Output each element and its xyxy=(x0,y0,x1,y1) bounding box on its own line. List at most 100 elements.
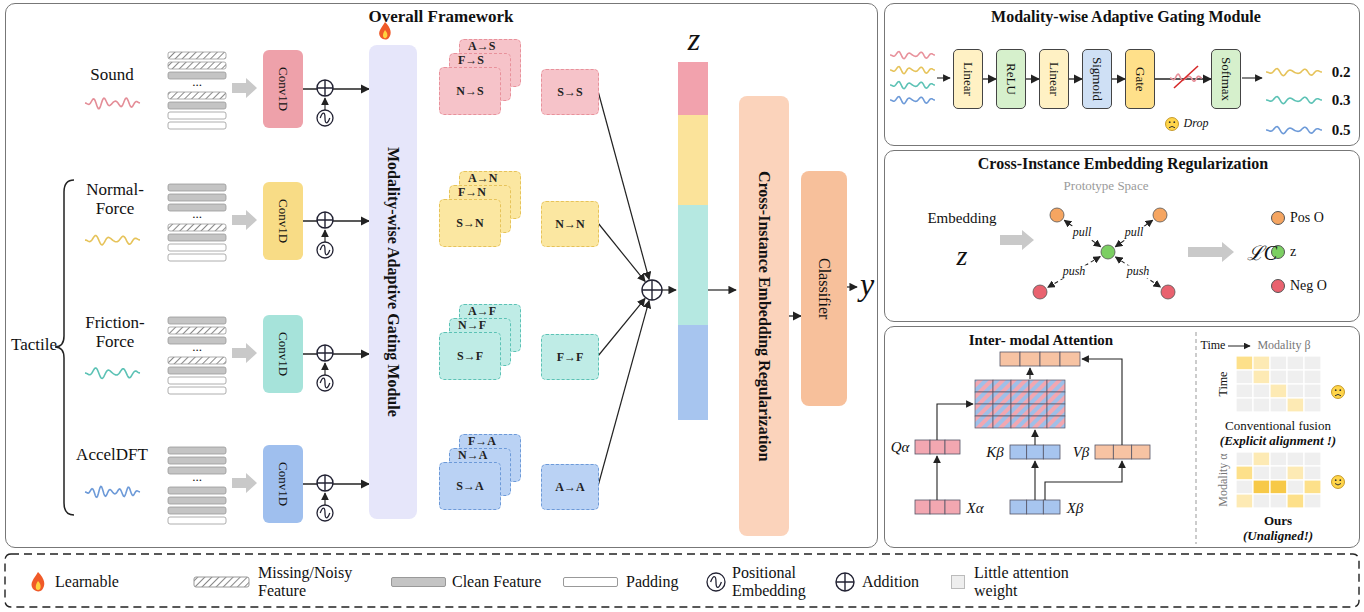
addition-cross xyxy=(317,345,333,361)
attention-grid-cell xyxy=(1304,398,1321,412)
attention-cell xyxy=(1011,380,1029,392)
annotation-label: pull xyxy=(1071,226,1094,239)
prototype-dot xyxy=(1050,208,1064,222)
annotation-label: y xyxy=(860,267,874,302)
token-bar xyxy=(1020,352,1040,366)
legend-swatch xyxy=(1271,279,1285,293)
block-arrow xyxy=(232,343,257,363)
embedding-segment xyxy=(678,62,708,115)
arrow-line xyxy=(324,98,325,110)
attention-grid-cell xyxy=(1253,370,1270,384)
arrow-line xyxy=(937,77,950,78)
clean-feature xyxy=(168,447,226,454)
token-bar xyxy=(930,500,945,514)
missing-feature xyxy=(194,577,249,587)
attention-cell xyxy=(1011,416,1029,428)
face-eye xyxy=(1335,389,1337,391)
attention-grid-cell xyxy=(1287,370,1304,384)
module-box: Conv1D xyxy=(263,315,303,393)
legend-label: Positional Embedding xyxy=(732,564,814,599)
attention-grid-cell xyxy=(1253,452,1270,466)
arrow-line xyxy=(1228,346,1250,347)
annotation-label: 0.3 xyxy=(1332,92,1351,109)
module-box: Conv1D xyxy=(263,445,303,523)
embedding-dot xyxy=(1101,245,1115,259)
arrow-line xyxy=(598,299,645,356)
divider xyxy=(1196,332,1197,544)
positional-embedding-symbol xyxy=(317,242,333,258)
arrow-line xyxy=(324,230,325,242)
box-label: Conv1D xyxy=(276,67,290,111)
box-label: N→S xyxy=(456,85,483,98)
arrow-line xyxy=(598,91,649,279)
block-arrow xyxy=(1188,242,1234,262)
module-box: ReLU xyxy=(996,49,1026,109)
block-arrow xyxy=(232,473,257,493)
face-icon xyxy=(1332,476,1345,489)
waveform xyxy=(85,98,140,109)
attention-card: N→S xyxy=(439,67,501,115)
waveform xyxy=(1266,97,1322,104)
box-label: N→N xyxy=(555,218,584,231)
fire-core xyxy=(36,581,41,590)
attention-cell xyxy=(993,392,1011,404)
attention-grid-cell xyxy=(1270,398,1287,412)
face-icon xyxy=(1332,386,1345,399)
clean-feature xyxy=(168,457,226,464)
box-label: N→F xyxy=(458,319,486,332)
waveform xyxy=(890,97,935,104)
box-label: F→S xyxy=(458,54,484,67)
annotation-label: Time xyxy=(1201,339,1226,352)
attention-card: S→A xyxy=(439,462,501,510)
annotation-label: Friction- Force xyxy=(79,314,151,351)
token-bar xyxy=(1010,445,1027,459)
legend-swatch xyxy=(563,577,618,587)
annotation-label: 0.5 xyxy=(1332,122,1351,139)
attention-grid-cell xyxy=(1236,480,1253,494)
arrow-line xyxy=(1064,220,1100,246)
arrow-line xyxy=(846,286,857,287)
attention-cell xyxy=(975,380,993,392)
arrow-line xyxy=(1034,461,1035,500)
token-bar xyxy=(945,440,960,454)
legend-label: Clean Feature xyxy=(452,573,541,591)
waveform xyxy=(1266,69,1322,76)
prototype-dot xyxy=(1161,285,1175,299)
attention-grid-cell xyxy=(1304,466,1321,480)
waveform xyxy=(890,82,935,89)
addition-symbol xyxy=(317,475,333,491)
annotation-label: Embedding xyxy=(927,210,996,227)
legend-label: Addition xyxy=(862,573,919,591)
addition-cross xyxy=(317,475,333,491)
module-box: Modality-wise Adaptive Gating Module xyxy=(369,45,417,519)
arrow-line xyxy=(1115,257,1160,287)
attention-cell xyxy=(1029,404,1047,416)
block-arrow xyxy=(1000,230,1034,250)
positional-embedding-symbol xyxy=(317,375,333,391)
legend-swatch xyxy=(951,575,965,589)
addition-symbol xyxy=(317,345,333,361)
fire-core xyxy=(383,30,387,38)
token-bar xyxy=(1010,500,1027,514)
module-box: Gate xyxy=(1125,49,1155,109)
token-bar xyxy=(1000,352,1020,366)
addition-symbol xyxy=(317,80,333,96)
attention-cell xyxy=(975,404,993,416)
annotation-label: Drop xyxy=(1184,117,1209,130)
attention-grid-cell xyxy=(1270,370,1287,384)
token-bar xyxy=(1027,445,1044,459)
missing-feature xyxy=(168,52,226,59)
box-label: F→N xyxy=(458,186,486,199)
connector xyxy=(1026,78,1039,79)
annotation-label: Xβ xyxy=(1067,500,1084,517)
box-label: Classifier xyxy=(815,258,833,319)
annotation-label: push xyxy=(1061,265,1088,278)
attention-grid-cell xyxy=(1287,494,1304,508)
annotation-label: (Explicit alignment !) xyxy=(1220,434,1336,448)
attention-card: F→F xyxy=(541,334,599,380)
annotation-label: Vβ xyxy=(1073,444,1090,461)
padding-feature xyxy=(168,244,226,251)
module-box: Sigmoid xyxy=(1082,49,1112,109)
box-label: S→F xyxy=(457,350,483,363)
box-label: Conv1D xyxy=(276,199,290,243)
